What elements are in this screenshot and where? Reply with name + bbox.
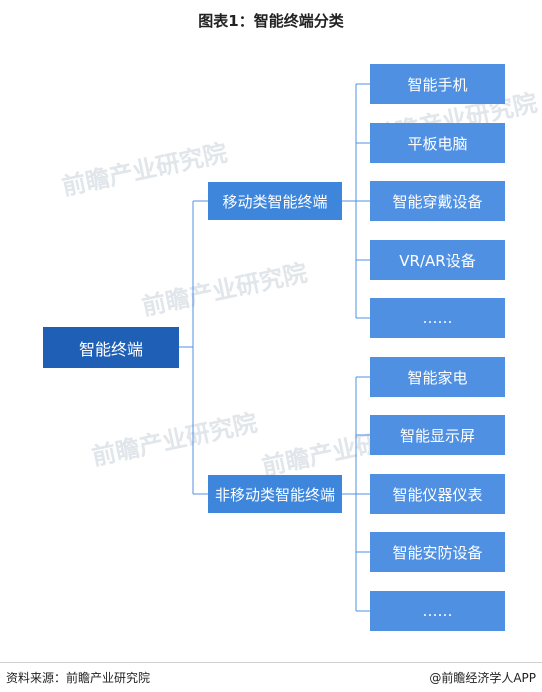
source-note: 资料来源：前瞻产业研究院 bbox=[6, 671, 151, 685]
leaf-node: 平板电脑 bbox=[370, 123, 505, 163]
chart-title: 图表1：智能终端分类 bbox=[198, 12, 344, 30]
footer: 资料来源：前瞻产业研究院 @前瞻经济学人APP bbox=[0, 662, 542, 692]
root-node: 智能终端 bbox=[43, 327, 179, 368]
leaf-node: 智能安防设备 bbox=[370, 532, 505, 572]
leaf-node: 智能仪器仪表 bbox=[370, 474, 505, 514]
credit-note: @前瞻经济学人APP bbox=[429, 671, 536, 685]
leaf-node: …… bbox=[370, 591, 505, 631]
leaf-node: 智能家电 bbox=[370, 357, 505, 397]
leaf-node: 智能手机 bbox=[370, 64, 505, 104]
leaf-node: VR/AR设备 bbox=[370, 240, 505, 280]
branch-node-non-mobile: 非移动类智能终端 bbox=[208, 475, 342, 513]
leaf-node: …… bbox=[370, 298, 505, 338]
branch-node-mobile: 移动类智能终端 bbox=[208, 182, 342, 220]
leaf-node: 智能显示屏 bbox=[370, 415, 505, 455]
leaf-node: 智能穿戴设备 bbox=[370, 181, 505, 221]
